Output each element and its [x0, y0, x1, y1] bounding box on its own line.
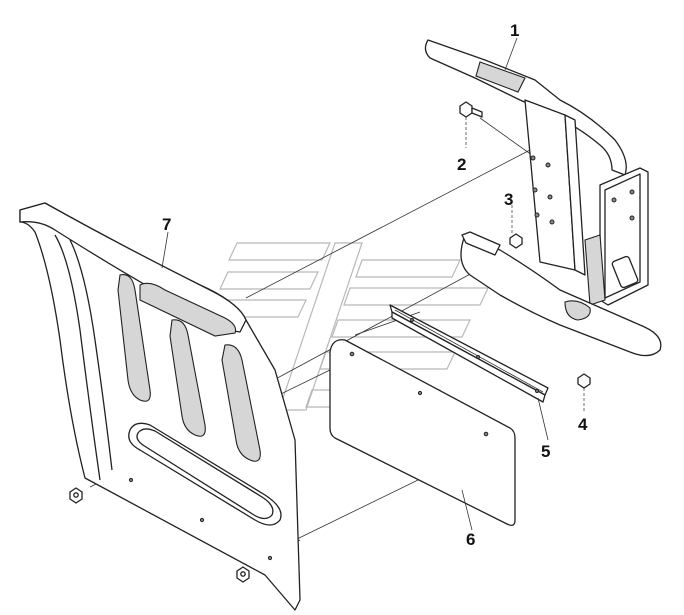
part-2-bolt [459, 101, 483, 148]
callout-labels: 1 2 3 4 5 6 7 [162, 21, 588, 549]
callout-6: 6 [466, 530, 475, 549]
callout-2: 2 [457, 155, 466, 174]
hex-nut [236, 566, 250, 583]
callout-leaders [161, 37, 549, 531]
part-7-mudguard [19, 202, 301, 611]
callout-5: 5 [541, 442, 550, 461]
part-5-mounting-strip [389, 304, 549, 403]
callout-4: 4 [578, 415, 588, 434]
hex-nut [69, 487, 83, 504]
part-6-flap-panel [329, 339, 516, 526]
callout-7: 7 [162, 215, 171, 234]
callout-1: 1 [510, 21, 519, 40]
part-4-bolt [577, 373, 591, 412]
callout-3: 3 [504, 190, 513, 209]
part-3-bolt [509, 205, 523, 249]
part-1-bracket-assembly [424, 39, 662, 357]
